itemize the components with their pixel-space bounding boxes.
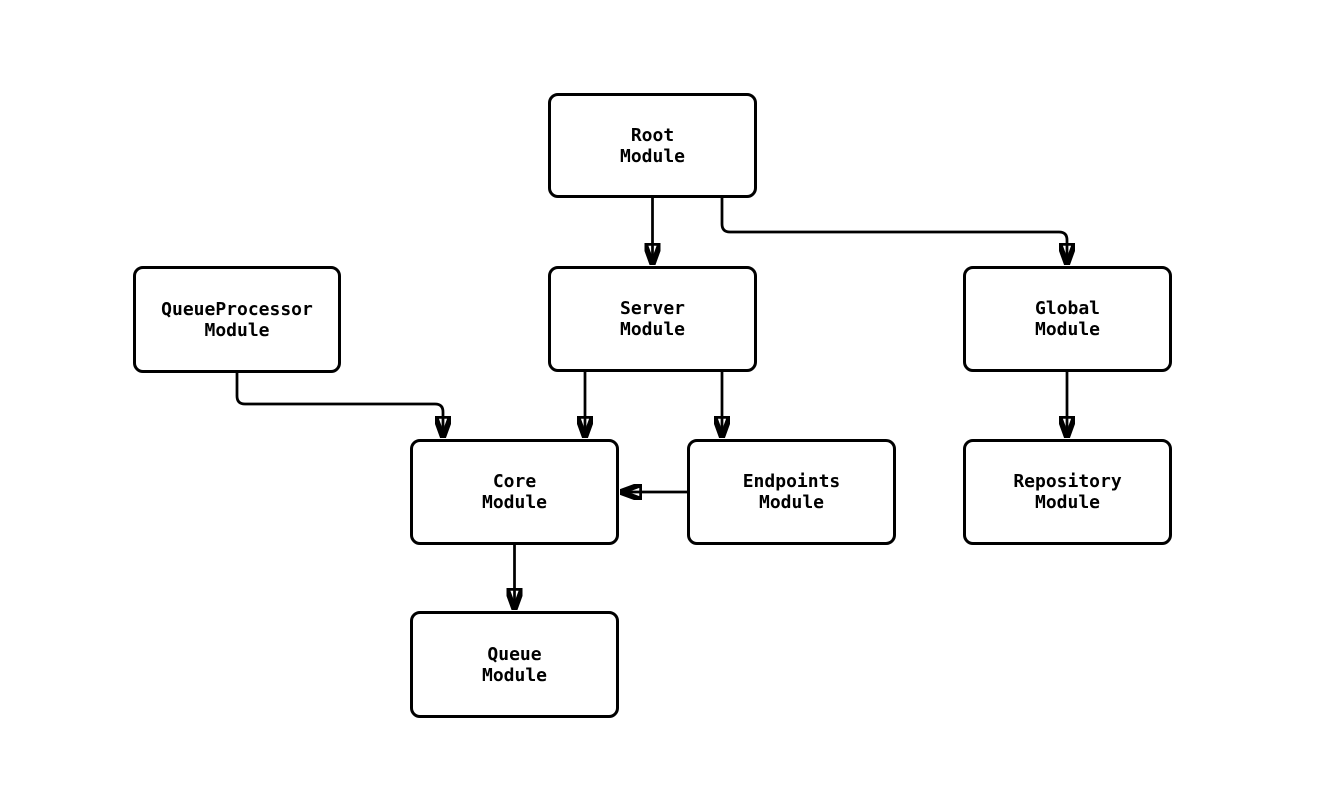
node-repository-module: Repository Module <box>963 439 1172 545</box>
node-root-module: Root Module <box>548 93 757 198</box>
node-label-line: Server <box>619 298 686 319</box>
node-label-line: Module <box>481 664 548 686</box>
node-label-line: Repository <box>1013 471 1122 492</box>
node-label-line: Module <box>619 145 686 167</box>
node-queue-module: Queue Module <box>410 611 619 718</box>
node-core-module: Core Module <box>410 439 619 545</box>
node-global-module: Global Module <box>963 266 1172 372</box>
edge-root-to-global <box>720 198 1067 264</box>
node-label-line: Root <box>630 124 675 146</box>
node-label-line: Module <box>758 492 825 513</box>
node-queueprocessor-module: QueueProcessor Module <box>133 266 341 373</box>
edge-queueprocessor-to-core <box>235 373 443 437</box>
node-label-line: QueueProcessor <box>161 298 313 320</box>
node-label-line: Module <box>1034 492 1101 513</box>
node-label-line: Module <box>481 492 548 513</box>
node-label-line: Module <box>619 319 686 340</box>
node-label-line: Global <box>1034 298 1101 319</box>
node-label-line: Queue <box>487 643 542 665</box>
node-label-line: Core <box>492 471 537 492</box>
node-server-module: Server Module <box>548 266 757 372</box>
node-endpoints-module: Endpoints Module <box>687 439 896 545</box>
node-label-line: Endpoints <box>742 471 841 492</box>
node-label-line: Module <box>1034 319 1101 340</box>
node-label-line: Module <box>204 319 270 341</box>
